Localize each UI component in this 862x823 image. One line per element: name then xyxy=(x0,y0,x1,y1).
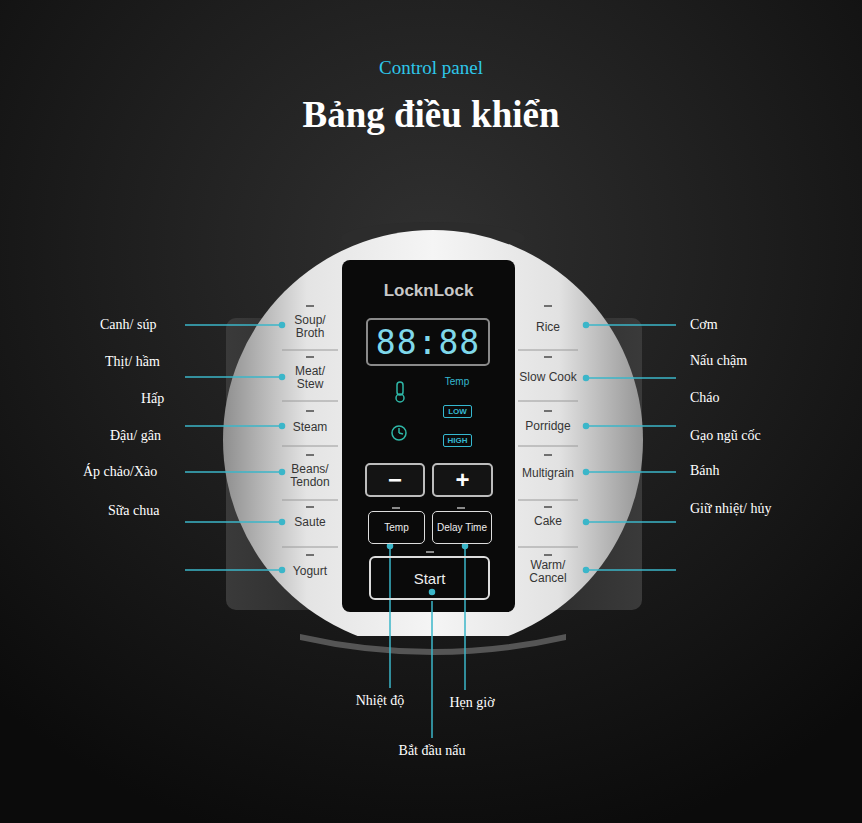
callout-label: Sữa chua xyxy=(108,503,160,519)
program-button-label: Porridge xyxy=(525,420,570,433)
minus-button: − xyxy=(365,463,425,497)
callout-label: Nấu chậm xyxy=(690,353,747,369)
control-panel: LocknLock88:88LOWHIGH−+TempDelay TimeSta… xyxy=(342,260,515,612)
callout-label: Hấp xyxy=(141,391,164,407)
mode-indicator: LOW xyxy=(443,405,472,418)
callout-label: Cháo xyxy=(690,390,720,406)
button-text: 88:88 xyxy=(376,323,480,362)
button-separators xyxy=(282,350,578,547)
program-button-label: Warm/ Cancel xyxy=(525,559,571,585)
program-button-label: Rice xyxy=(536,321,560,334)
program-button-label: Soup/ Broth xyxy=(287,314,333,340)
program-button-label: Meat/ Stew xyxy=(287,365,333,391)
button-text: Delay Time xyxy=(437,522,487,533)
control-panel-face xyxy=(342,260,515,612)
callout-label: Hẹn giờ xyxy=(449,695,494,711)
program-button-label: Multigrain xyxy=(522,467,574,480)
silver-face xyxy=(223,230,643,636)
button-text: Temp xyxy=(384,522,408,533)
button-text: LOW xyxy=(448,407,467,416)
button-text: HIGH xyxy=(448,436,468,445)
plus-button: + xyxy=(432,463,493,497)
button-text: + xyxy=(455,466,469,494)
button-text: LocknLock xyxy=(342,260,515,301)
callout-label: Thịt/ hầm xyxy=(105,354,160,370)
leader-lines xyxy=(185,323,676,739)
program-button-label: Steam xyxy=(293,421,328,434)
button-text: Start xyxy=(414,570,446,587)
callout-label: Bánh xyxy=(690,463,720,479)
page-title: Bảng điều khiển xyxy=(302,94,559,137)
face-edge xyxy=(300,634,566,655)
callout-label: Bắt đầu nấu xyxy=(399,743,466,759)
program-button-label: Saute xyxy=(294,516,325,529)
program-button-label: Beans/ Tendon xyxy=(287,463,333,489)
delay-button: Delay Time xyxy=(432,511,492,544)
callout-label: Gạo ngũ cốc xyxy=(690,428,761,444)
callout-label: Canh/ súp xyxy=(100,317,156,333)
start-button: Start xyxy=(369,556,490,600)
button-text: − xyxy=(388,466,402,494)
program-button-label: Slow Cook xyxy=(519,371,576,384)
thermometer-icon xyxy=(396,382,404,402)
callout-label: Nhiệt độ xyxy=(356,693,405,709)
mode-indicator: HIGH xyxy=(443,434,472,447)
button-marks xyxy=(306,306,552,555)
callout-label: Cơm xyxy=(690,317,718,333)
temp-button: Temp xyxy=(368,511,425,544)
time-display: 88:88 xyxy=(366,318,490,366)
subtitle: Control panel xyxy=(379,57,483,79)
callout-label: Áp chảo/Xào xyxy=(83,464,157,480)
program-button-label: Yogurt xyxy=(293,565,327,578)
callout-label: Đậu/ gân xyxy=(110,428,161,444)
indicator-label: Temp xyxy=(445,376,469,388)
program-button-label: Cake xyxy=(534,515,562,528)
callout-label: Giữ nhiệt/ hủy xyxy=(690,501,771,517)
clock-icon xyxy=(392,426,406,440)
